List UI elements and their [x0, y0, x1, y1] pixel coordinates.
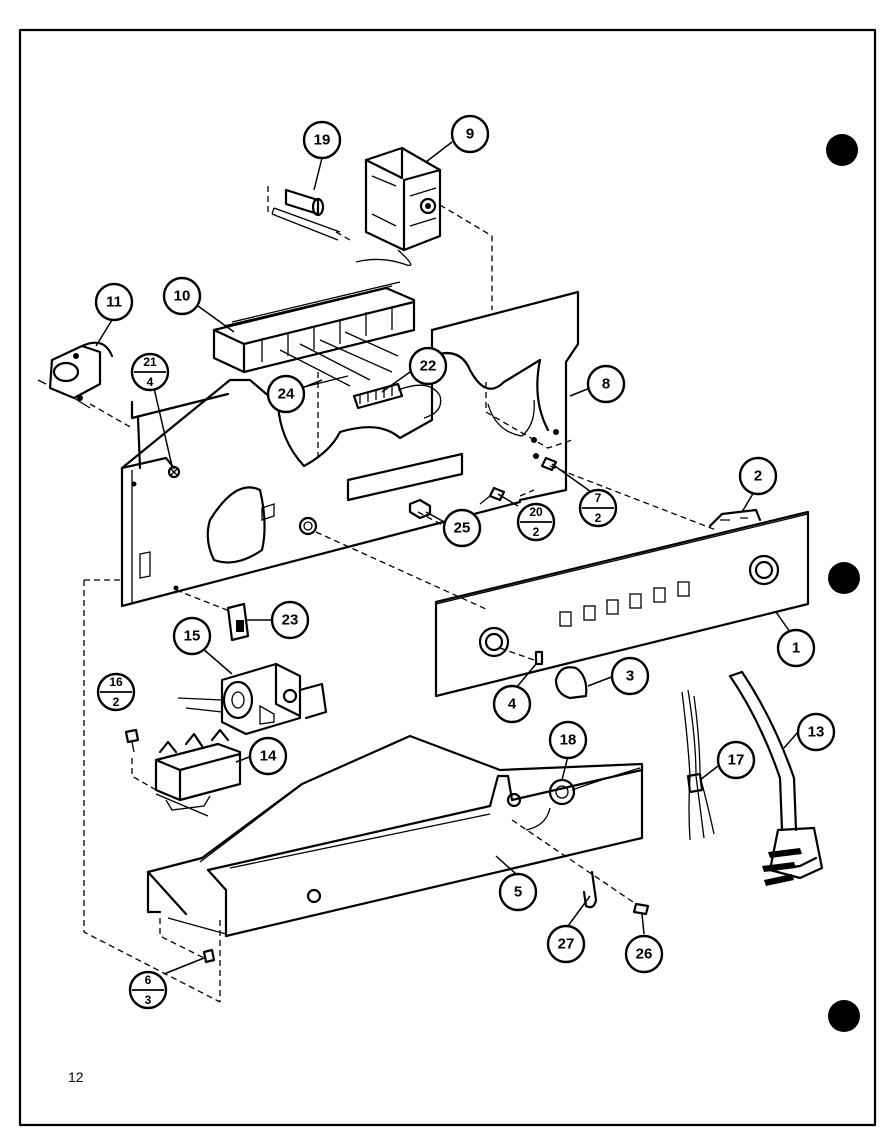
svg-text:13: 13 — [808, 724, 825, 741]
svg-text:7: 7 — [595, 491, 602, 505]
part-11-switch — [37, 341, 114, 409]
part-10-switch-bank — [212, 281, 416, 387]
part-1-front-panel — [434, 510, 810, 698]
svg-text:21: 21 — [143, 355, 157, 369]
callout-4: 4 — [492, 684, 532, 724]
part-6-screw — [202, 948, 216, 964]
callout-17: 17 — [716, 740, 756, 780]
svg-text:8: 8 — [602, 376, 610, 393]
svg-text:2: 2 — [113, 695, 120, 709]
svg-text:5: 5 — [514, 884, 522, 901]
page-number: 12 — [68, 1069, 84, 1085]
back-panel — [120, 378, 522, 608]
svg-text:14: 14 — [260, 748, 277, 765]
part-15-solenoid — [177, 662, 328, 736]
part-17-wires — [681, 689, 715, 841]
page-border — [18, 28, 877, 1127]
svg-text:11: 11 — [106, 294, 122, 311]
part-5-tray — [146, 734, 644, 938]
svg-text:24: 24 — [278, 386, 295, 403]
callout-20-2: 20 2 — [516, 502, 556, 542]
svg-text:6: 6 — [145, 973, 152, 987]
callout-21-4: 21 4 — [130, 352, 170, 392]
svg-text:3: 3 — [145, 993, 152, 1007]
binder-hole-middle — [828, 562, 860, 594]
callout-11: 11 — [94, 282, 134, 322]
svg-text:26: 26 — [636, 946, 653, 963]
part-19-sensor — [271, 188, 341, 241]
part-2-bracket — [708, 508, 762, 528]
callout-7-2: 7 2 — [578, 488, 618, 528]
part-27-clip — [582, 870, 598, 909]
part-13-power-cord — [728, 670, 824, 886]
svg-text:3: 3 — [626, 668, 634, 685]
callout-19: 19 — [302, 120, 342, 160]
svg-text:23: 23 — [282, 612, 299, 629]
part-22-connector — [352, 382, 442, 419]
part-23-switch — [226, 602, 250, 642]
svg-text:4: 4 — [147, 375, 154, 389]
svg-text:17: 17 — [728, 752, 745, 769]
svg-text:4: 4 — [508, 696, 517, 713]
part-8-housing — [430, 290, 580, 502]
svg-text:15: 15 — [184, 628, 201, 645]
part-18-grommet — [525, 767, 641, 831]
callout-5: 5 — [498, 872, 538, 912]
callout-16-2: 16 2 — [96, 672, 136, 712]
callout-3: 3 — [610, 656, 650, 696]
part-9-timer — [355, 146, 442, 267]
part-16-screw — [124, 728, 140, 753]
callout-10: 10 — [162, 276, 202, 316]
part-26-screw — [632, 902, 650, 916]
part-7-screw — [540, 456, 558, 472]
svg-text:10: 10 — [174, 288, 191, 305]
svg-text:19: 19 — [314, 132, 331, 149]
callout-24: 24 — [266, 374, 306, 414]
part-25-clip — [408, 498, 432, 520]
svg-text:1: 1 — [792, 640, 800, 657]
binder-hole-top — [826, 134, 858, 166]
svg-text:22: 22 — [420, 358, 437, 375]
part-4-clip — [534, 650, 544, 666]
svg-text:2: 2 — [754, 468, 762, 485]
part-3-knob — [554, 666, 588, 700]
callout-18: 18 — [548, 720, 588, 760]
callout-1: 1 — [776, 628, 816, 668]
callout-6-3: 6 3 — [128, 970, 168, 1010]
part-21-screw — [167, 465, 181, 479]
callout-22: 22 — [408, 346, 448, 386]
callout-26: 26 — [624, 934, 664, 974]
leader-lines — [95, 141, 799, 975]
svg-text:2: 2 — [595, 511, 602, 525]
svg-text:2: 2 — [533, 525, 540, 539]
callout-2: 2 — [738, 456, 778, 496]
callout-27: 27 — [546, 924, 586, 964]
part-20-screw — [479, 486, 506, 505]
callout-8: 8 — [586, 364, 626, 404]
callout-25: 25 — [442, 508, 482, 548]
callout-9: 9 — [450, 114, 490, 154]
binder-hole-bottom — [828, 1000, 860, 1032]
svg-text:25: 25 — [454, 520, 471, 537]
callout-23: 23 — [270, 600, 310, 640]
svg-text:9: 9 — [466, 126, 474, 143]
callout-14: 14 — [248, 736, 288, 776]
svg-text:20: 20 — [529, 505, 543, 519]
svg-text:27: 27 — [558, 936, 575, 953]
part-14-relay — [154, 728, 242, 817]
callout-13: 13 — [796, 712, 836, 752]
svg-text:18: 18 — [560, 732, 577, 749]
svg-text:16: 16 — [109, 675, 123, 689]
callout-15: 15 — [172, 616, 212, 656]
bushing — [298, 516, 318, 536]
